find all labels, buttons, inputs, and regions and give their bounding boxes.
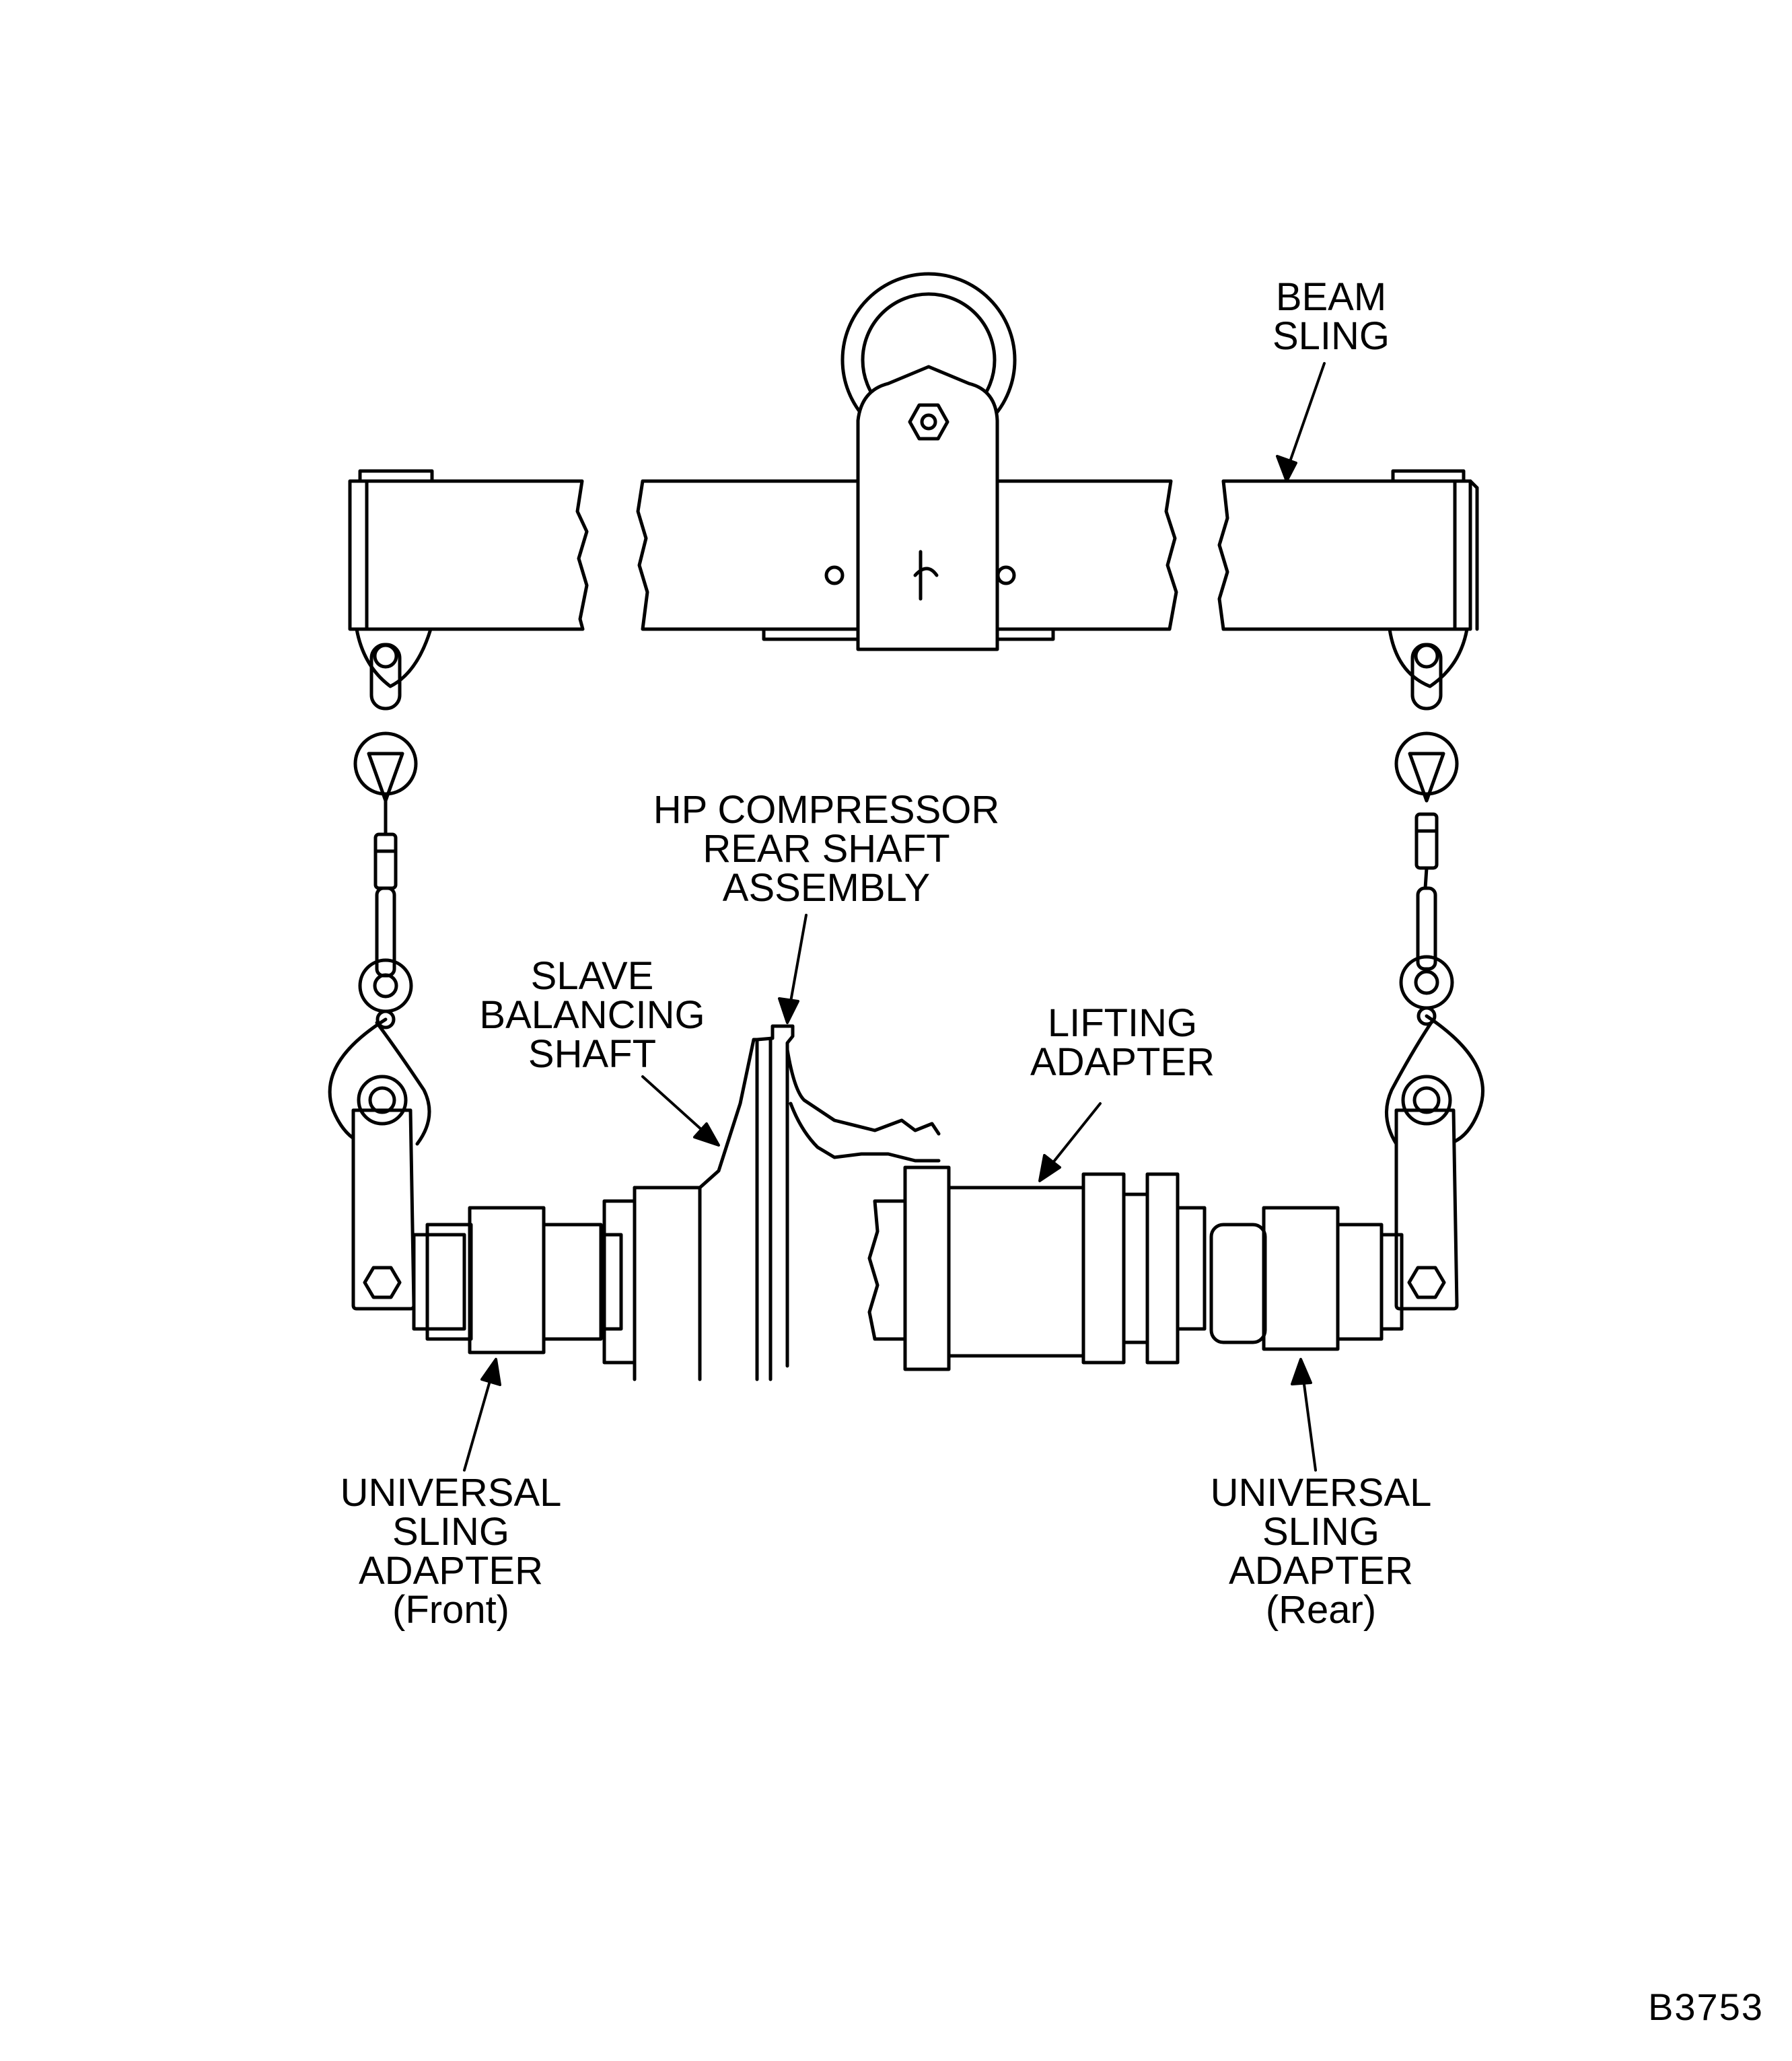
label-universal-front-line-3: ADAPTER [359, 1549, 543, 1593]
center-clevis [824, 365, 1016, 651]
label-beam-sling-line-2: SLING [1272, 314, 1390, 358]
label-universal-front: UNIVERSAL SLING ADAPTER (Front) [341, 1474, 562, 1630]
figure-id: B3753 [1648, 1986, 1764, 2028]
label-hp-compressor: HP COMPRESSOR REAR SHAFT ASSEMBLY [653, 791, 1000, 908]
beam-left-section [348, 469, 589, 688]
leader-lines [463, 362, 1326, 1472]
label-slave-line-3: SHAFT [528, 1032, 657, 1076]
label-hp-compressor-line-2: REAR SHAFT [703, 827, 950, 871]
label-universal-rear-line-1: UNIVERSAL [1210, 1471, 1432, 1515]
label-slave-balancing-shaft: SLAVE BALANCING SHAFT [479, 957, 705, 1074]
label-lifting-adapter-line-1: LIFTING [1047, 1001, 1198, 1045]
label-universal-front-line-2: SLING [392, 1510, 510, 1554]
label-lifting-adapter: LIFTING ADAPTER [1030, 1004, 1215, 1082]
label-universal-rear: UNIVERSAL SLING ADAPTER (Rear) [1211, 1474, 1432, 1630]
label-beam-sling: BEAM SLING [1273, 278, 1390, 356]
label-universal-rear-line-2: SLING [1262, 1510, 1380, 1554]
label-universal-rear-line-4: (Rear) [1265, 1588, 1377, 1632]
rear-sling-adapter-drawing [1209, 1206, 1404, 1351]
label-universal-front-line-1: UNIVERSAL [340, 1471, 562, 1515]
front-sling-adapter-drawing [412, 1199, 637, 1365]
label-hp-compressor-line-3: ASSEMBLY [722, 866, 931, 910]
label-universal-rear-line-3: ADAPTER [1229, 1549, 1413, 1593]
label-lifting-adapter-line-2: ADAPTER [1030, 1040, 1215, 1084]
label-slave-line-2: BALANCING [479, 993, 705, 1037]
label-beam-sling-line-1: BEAM [1275, 275, 1387, 319]
lifting-adapter-drawing [867, 1165, 1207, 1371]
left-chain [328, 643, 431, 1311]
label-hp-compressor-line-1: HP COMPRESSOR [653, 788, 1000, 832]
right-chain [1384, 643, 1485, 1311]
label-universal-front-line-4: (Front) [392, 1588, 509, 1632]
slave-balancing-shaft-drawing [633, 1024, 941, 1381]
beam-right-section [1217, 469, 1479, 688]
label-slave-line-1: SLAVE [530, 954, 654, 998]
